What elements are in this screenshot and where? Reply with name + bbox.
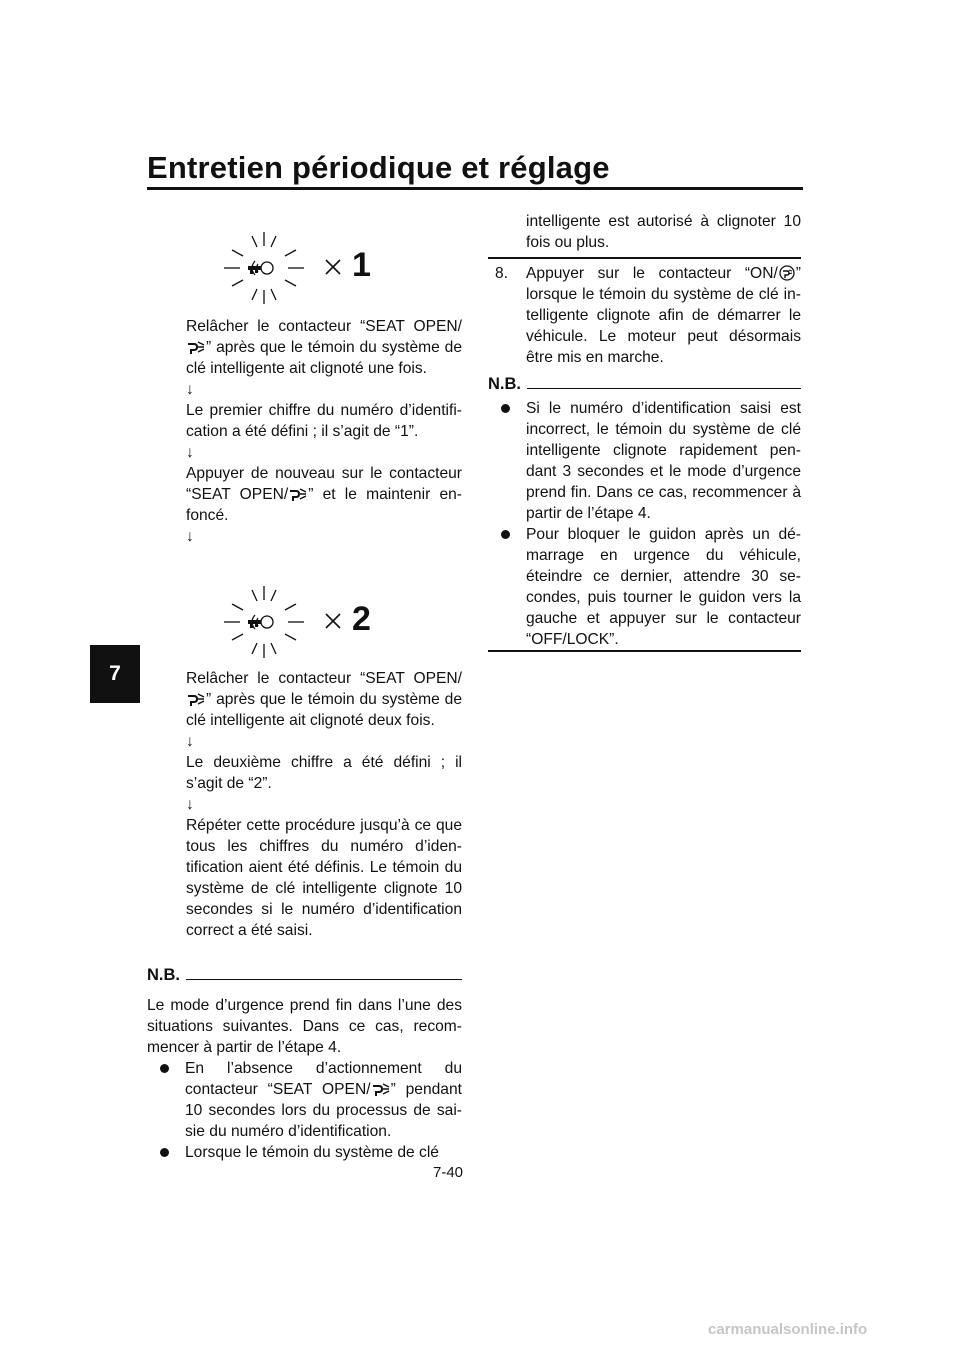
nb-end-rule-top [488,257,801,259]
page-number: 7-40 [433,1164,464,1181]
step-8: 8. Appuyer sur le contacteur “ON/” lorsq… [495,265,801,366]
indicator-blink-figure-1: 1 [222,228,382,308]
arrow-3: ↓ [186,528,194,545]
arrow-4: ↓ [186,733,194,750]
step-number: 8. [495,265,509,282]
arrow-5: ↓ [186,796,194,813]
nb-body-right: Si le numéro d’identification saisi est … [499,398,801,650]
list-item: En l’absence d’actionnement du contacteu… [158,1058,462,1142]
nb-heading-left: N.B. [147,966,462,985]
release-step-2: Relâcher le contacteur “SEAT OPEN/” aprè… [186,670,462,729]
key-signal-icon [372,1083,389,1096]
smart-key-indicator-icon [224,586,341,658]
nb-bullets-left: En l’absence d’actionnement du contacteu… [158,1058,462,1163]
nb-body-left: Le mode d’urgence prend fin dans l’une d… [147,995,462,1163]
watermark: carmanualsonline.info [708,1321,868,1338]
right-continued-text: intelligente est autorisé à clignoter 10… [526,213,801,251]
key-circle-icon [779,265,795,281]
nb-bullets-right: Si le numéro d’identification saisi est … [499,398,801,650]
second-digit-note: Le deuxième chiffre a été défini ; il s’… [186,754,462,792]
blink-count-2: 2 [352,600,371,638]
left-column-part2: Relâcher le contacteur “SEAT OPEN/” aprè… [186,668,462,941]
smart-key-indicator-icon [224,232,341,304]
nb-label: N.B. [147,966,180,984]
nb-label: N.B. [488,375,521,393]
nb-end-rule-bottom [488,650,801,652]
first-digit-note: Le premier chiffre du numéro d’identifi-… [186,402,462,440]
nb-heading-right: N.B. [488,375,801,394]
list-item: Lorsque le témoin du système de clé [158,1142,462,1163]
chapter-tab: 7 [90,645,140,703]
list-item: Si le numéro d’identification saisi est … [499,398,801,524]
nb-intro: Le mode d’urgence prend fin dans l’une d… [147,997,462,1056]
title-divider [147,187,803,190]
key-signal-icon [290,488,307,501]
press-again-step: Appuyer de nouveau sur le contacteur “SE… [186,465,462,524]
nb-rule [186,978,462,981]
left-column-part1: Relâcher le contacteur “SEAT OPEN/” aprè… [186,316,462,547]
arrow-2: ↓ [186,444,194,461]
blink-count-1: 1 [352,246,371,284]
nb-rule [527,387,801,390]
indicator-blink-figure-2: 2 [222,582,382,662]
key-signal-icon [188,693,205,706]
page-title: Entretien périodique et réglage [147,150,610,185]
repeat-procedure-note: Répéter cette procédure jusqu’à ce que t… [186,817,462,939]
arrow-1: ↓ [186,381,194,398]
key-signal-icon [188,341,205,354]
release-step-1: Relâcher le contacteur “SEAT OPEN/” aprè… [186,318,462,377]
list-item: Pour bloquer le guidon après un dé-marra… [499,524,801,650]
